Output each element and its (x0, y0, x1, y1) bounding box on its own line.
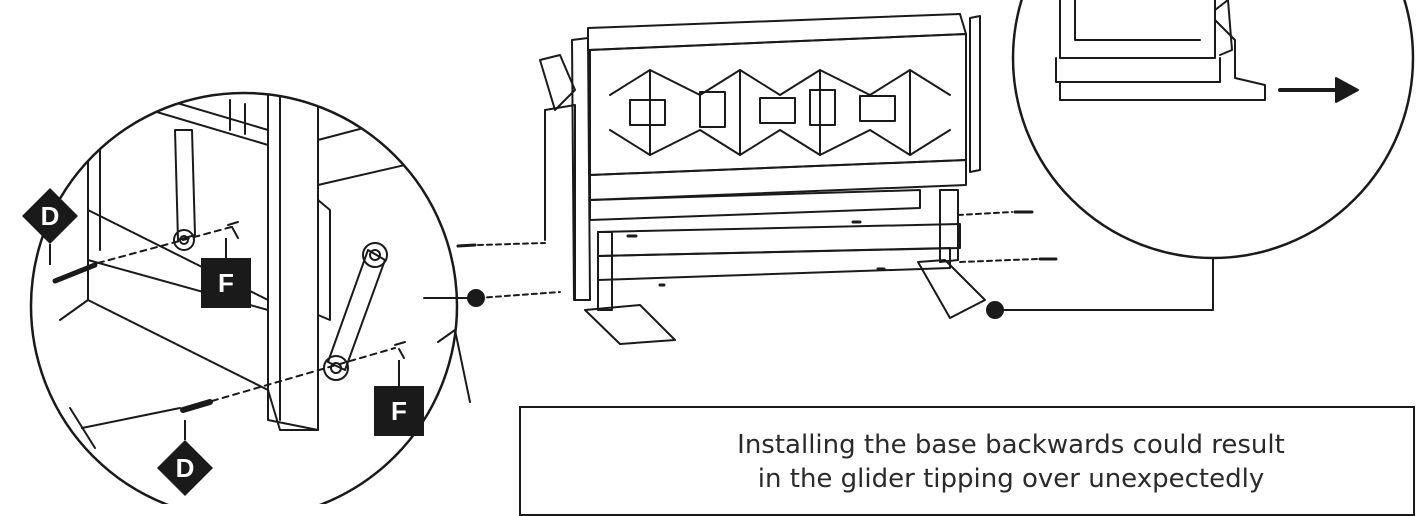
warning-line-2: in the glider tipping over unexpectedly (757, 464, 1265, 494)
part-d-diamond-upper (22, 188, 78, 265)
part-f-square-lower (374, 360, 424, 436)
glider-bench-illustration (456, 13, 1058, 345)
warning-line-1: Installing the base backwards could resu… (737, 430, 1285, 460)
warning-message: Installing the base backwards could resu… (681, 428, 1341, 496)
part-f-square-upper (201, 238, 251, 308)
direction-arrow-icon (1278, 77, 1359, 103)
part-f-label-lower: F (391, 396, 407, 426)
assembly-diagram (22, 0, 1415, 504)
part-f-label-upper: F (218, 268, 234, 298)
part-d-diamond-lower (157, 420, 213, 496)
part-d-label-upper: D (40, 201, 60, 231)
detail-zoom-circle-right (986, 0, 1415, 319)
part-d-label-lower: D (175, 453, 195, 483)
warning-box: Installing the base backwards could resu… (519, 406, 1415, 516)
